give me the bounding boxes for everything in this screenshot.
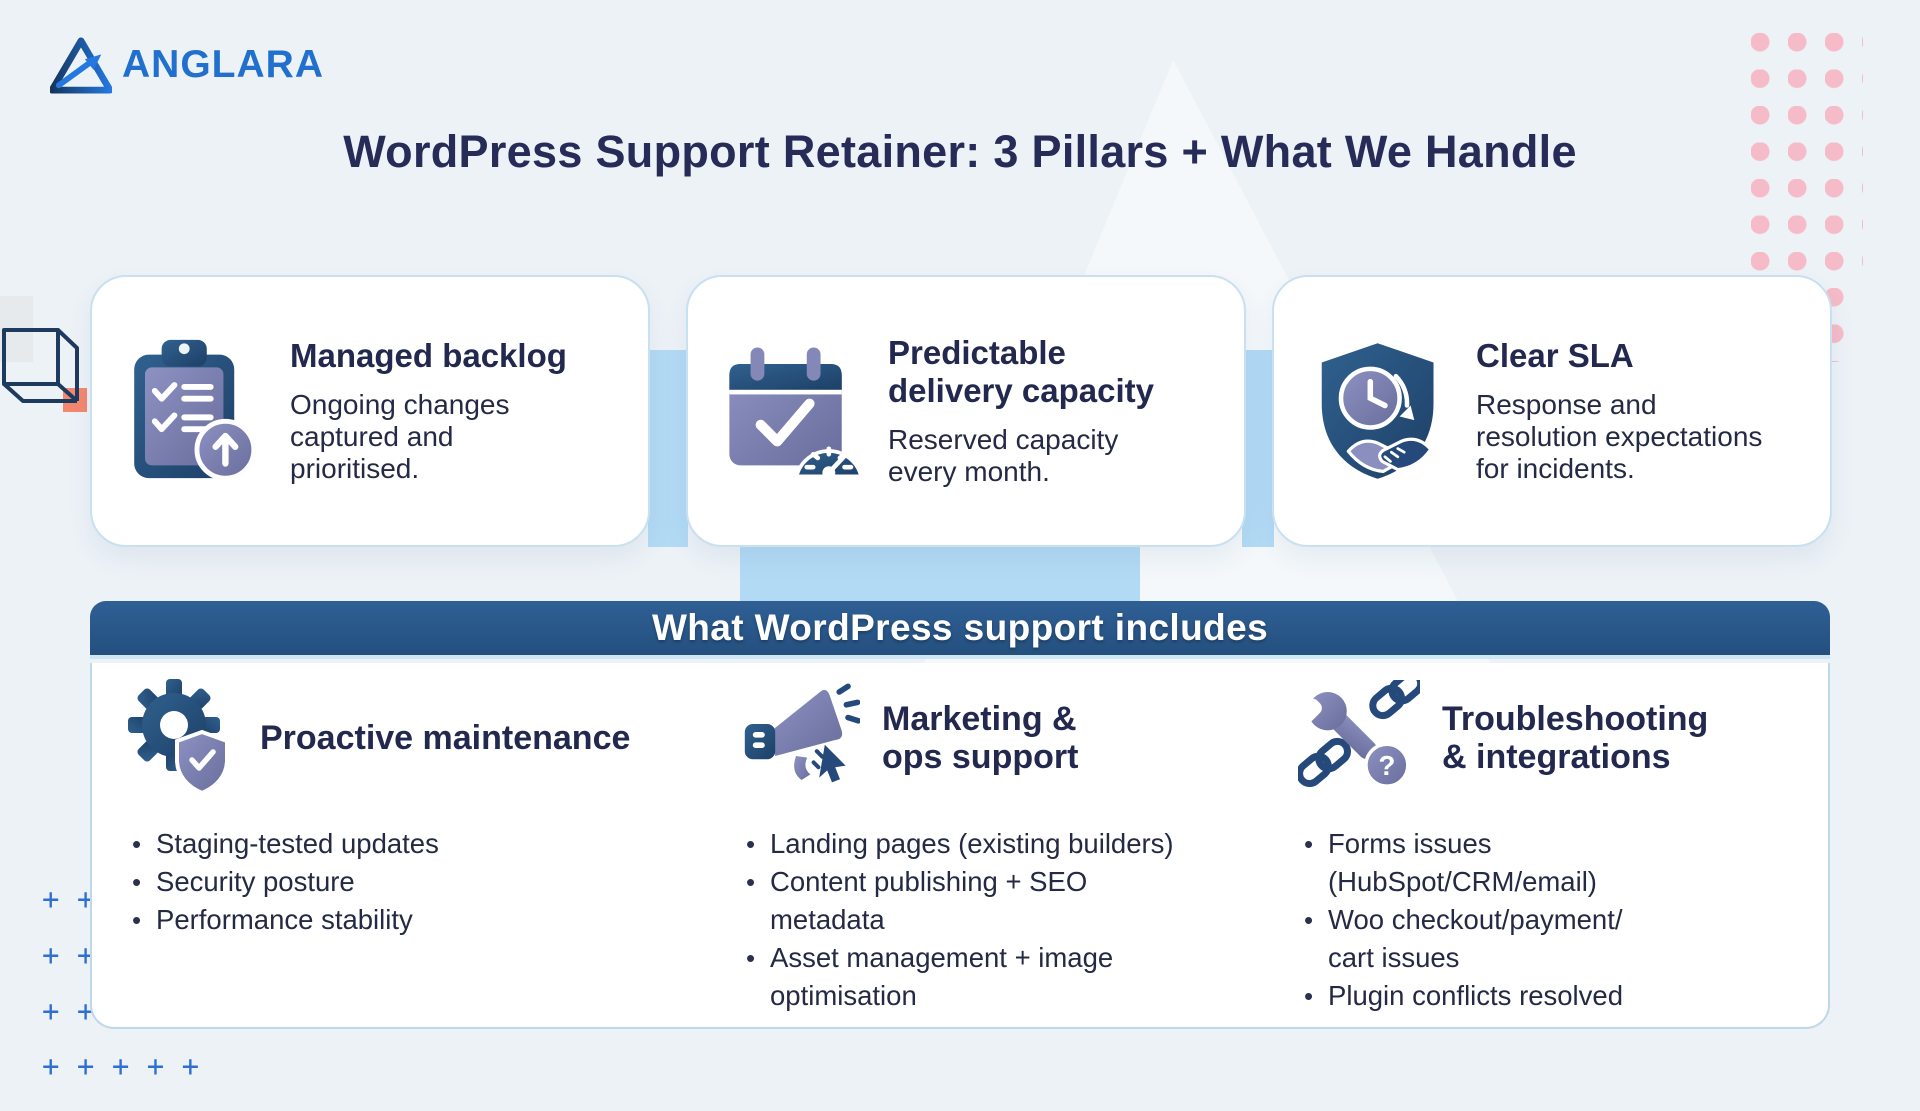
- include-column-title: Proactive maintenance: [260, 718, 631, 757]
- include-column-troubleshooting: ? Troubleshooting & integrations Forms i…: [1296, 669, 1709, 1015]
- include-column-list: Landing pages (existing builders)Content…: [740, 825, 1174, 1015]
- include-column-list: Forms issues (HubSpot/CRM/email)Woo chec…: [1298, 825, 1708, 1015]
- includes-panel: Proactive maintenance Staging-tested upd…: [90, 663, 1830, 1029]
- list-item: Asset management + image optimisation: [740, 939, 1174, 1015]
- pillar-card-clear-sla: Clear SLA Response and resolution expect…: [1272, 275, 1832, 547]
- include-column-list: Staging-tested updatesSecurity posturePe…: [126, 825, 630, 939]
- pillar-card-managed-backlog: Managed backlog Ongoing changes captured…: [90, 275, 650, 547]
- list-item: Performance stability: [126, 901, 596, 939]
- include-column-title: Troubleshooting & integrations: [1442, 699, 1709, 776]
- includes-banner-title: What WordPress support includes: [651, 607, 1269, 648]
- card-connector: [1242, 350, 1274, 547]
- pillar-description: Response and resolution expectations for…: [1476, 389, 1763, 484]
- banner-connector: [740, 545, 1140, 603]
- anglara-triangle-icon: [50, 37, 112, 94]
- include-column-title: Marketing & ops support: [882, 699, 1079, 776]
- list-item: Forms issues (HubSpot/CRM/email): [1298, 825, 1708, 901]
- list-item: Woo checkout/payment/ cart issues: [1298, 901, 1708, 977]
- brand-name: ANGLARA: [122, 43, 324, 86]
- svg-text:?: ?: [1378, 749, 1395, 780]
- pillar-description: Reserved capacity every month.: [888, 424, 1119, 487]
- megaphone-cursor-icon: [740, 680, 862, 797]
- card-connector: [648, 350, 688, 547]
- plus-decoration-row: + +: [42, 882, 95, 916]
- calendar-gauge-icon: [722, 335, 862, 487]
- list-item: Content publishing + SEO metadata: [740, 863, 1174, 939]
- pillar-card-predictable-capacity: Predictable delivery capacity Reserved c…: [686, 275, 1246, 547]
- page-title: WordPress Support Retainer: 3 Pillars + …: [343, 126, 1577, 177]
- clipboard-checklist-icon: [126, 335, 264, 487]
- plus-decoration-row: + +: [42, 994, 95, 1028]
- includes-banner: What WordPress support includes: [90, 601, 1830, 659]
- list-item: Staging-tested updates: [126, 825, 596, 863]
- include-column-marketing-ops: Marketing & ops support Landing pages (e…: [740, 677, 1174, 1015]
- list-item: Security posture: [126, 863, 596, 901]
- include-column-proactive-maintenance: Proactive maintenance Staging-tested upd…: [126, 677, 630, 939]
- list-item: Landing pages (existing builders): [740, 825, 1174, 863]
- shield-clock-handshake-icon: [1308, 335, 1450, 487]
- brand-logo: ANGLARA: [50, 36, 324, 94]
- gear-shield-icon: [126, 677, 238, 800]
- pink-dots-pattern: [1751, 33, 1863, 286]
- wrench-chain-question-icon: ?: [1296, 669, 1425, 797]
- plus-decoration-row: + +: [42, 938, 95, 972]
- cube-outline-decoration: [0, 296, 87, 412]
- pillar-title: Predictable delivery capacity: [888, 334, 1154, 410]
- pillar-title: Managed backlog: [290, 337, 567, 375]
- plus-decoration-row: + + + + +: [42, 1049, 200, 1083]
- pillar-title: Clear SLA: [1476, 337, 1634, 375]
- pillar-description: Ongoing changes captured and prioritised…: [290, 389, 510, 484]
- list-item: Plugin conflicts resolved: [1298, 977, 1708, 1015]
